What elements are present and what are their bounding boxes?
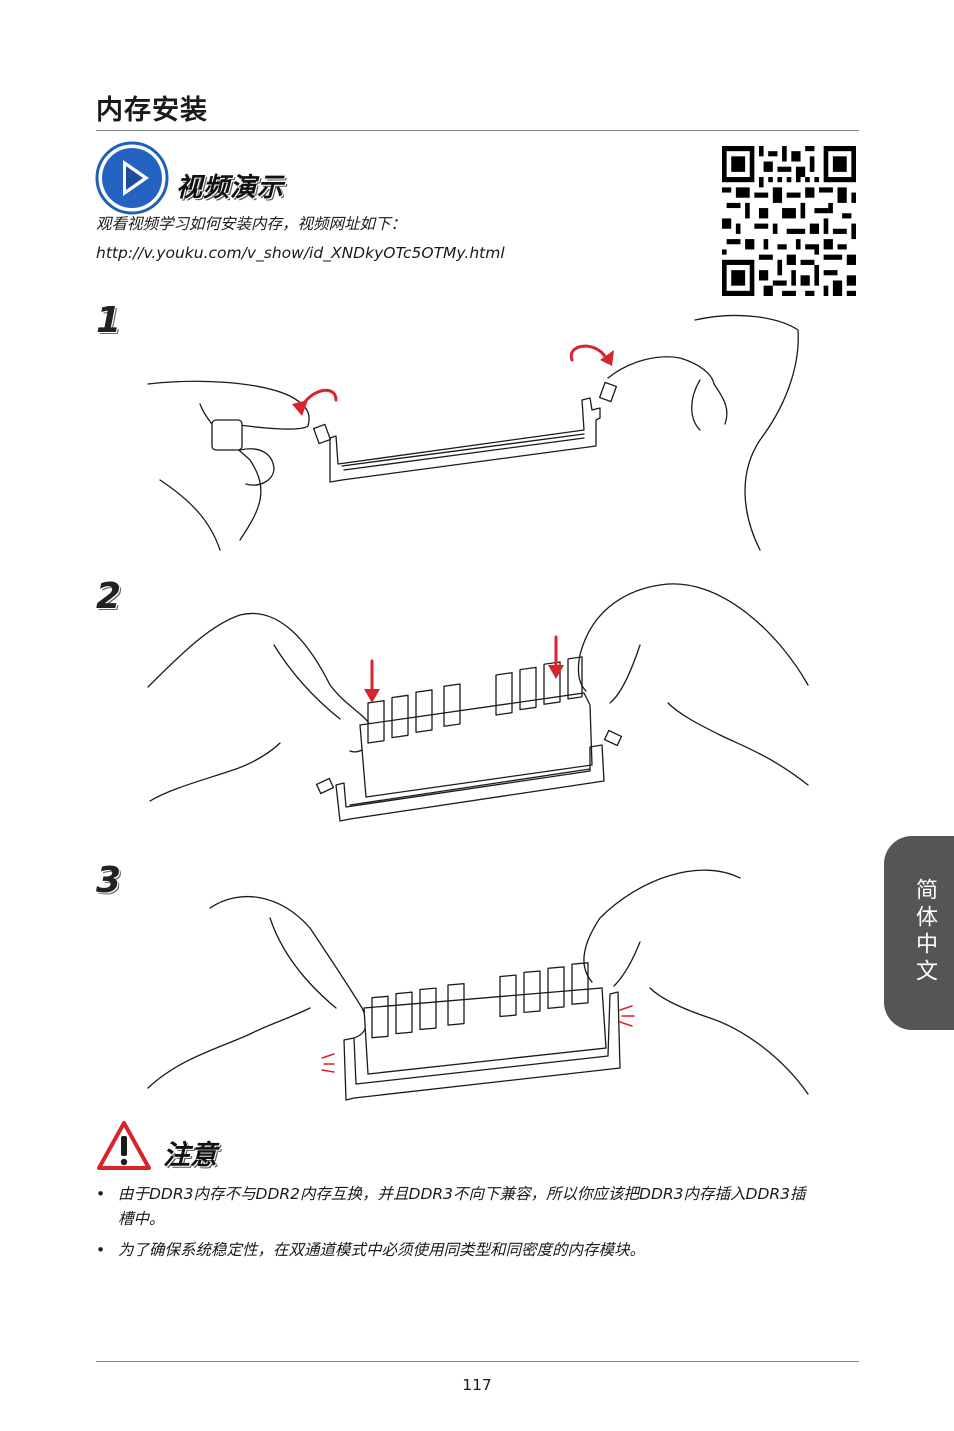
bullet-dot: •: [96, 1185, 106, 1203]
note-text: 由于DDR3内存不与DDR2内存互换，并且DDR3不向下兼容，所以你应该把DDR…: [118, 1185, 806, 1228]
step-3-lock-module-illustration: [147, 869, 809, 1101]
page-title: 内存安装: [96, 95, 208, 126]
note-text: 为了确保系统稳定性，在双通道模式中必须使用同类型和同密度的内存模块。: [118, 1241, 646, 1259]
page-number: 117: [462, 1376, 492, 1394]
step-number-1: 1: [96, 300, 122, 341]
video-description: 观看视频学习如何安装内存，视频网址如下：: [96, 215, 407, 233]
top-divider: [96, 130, 859, 131]
step-2-insert-module-illustration: [147, 583, 809, 822]
language-tab-label: 简体中文: [912, 878, 937, 986]
video-url-link[interactable]: http://v.youku.com/v_show/id_XNDkyOTc5OT…: [96, 244, 505, 262]
step-number-2: 2: [96, 576, 122, 617]
play-icon[interactable]: [94, 140, 170, 216]
warning-icon: [97, 1121, 151, 1170]
qr-code: [722, 146, 856, 296]
bottom-divider: [96, 1361, 859, 1362]
bullet-dot: •: [96, 1241, 106, 1259]
step-number-3: 3: [96, 860, 122, 901]
note-list-item: • 由于DDR3内存不与DDR2内存互换，并且DDR3不向下兼容，所以你应该把D…: [96, 1182, 816, 1234]
step-1-open-latches-illustration: [147, 314, 799, 551]
note-heading: 注意: [163, 1140, 217, 1171]
note-list-item: • 为了确保系统稳定性，在双通道模式中必须使用同类型和同密度的内存模块。: [96, 1238, 816, 1264]
language-tab: [884, 836, 954, 1030]
video-heading: 视频演示: [176, 173, 285, 203]
